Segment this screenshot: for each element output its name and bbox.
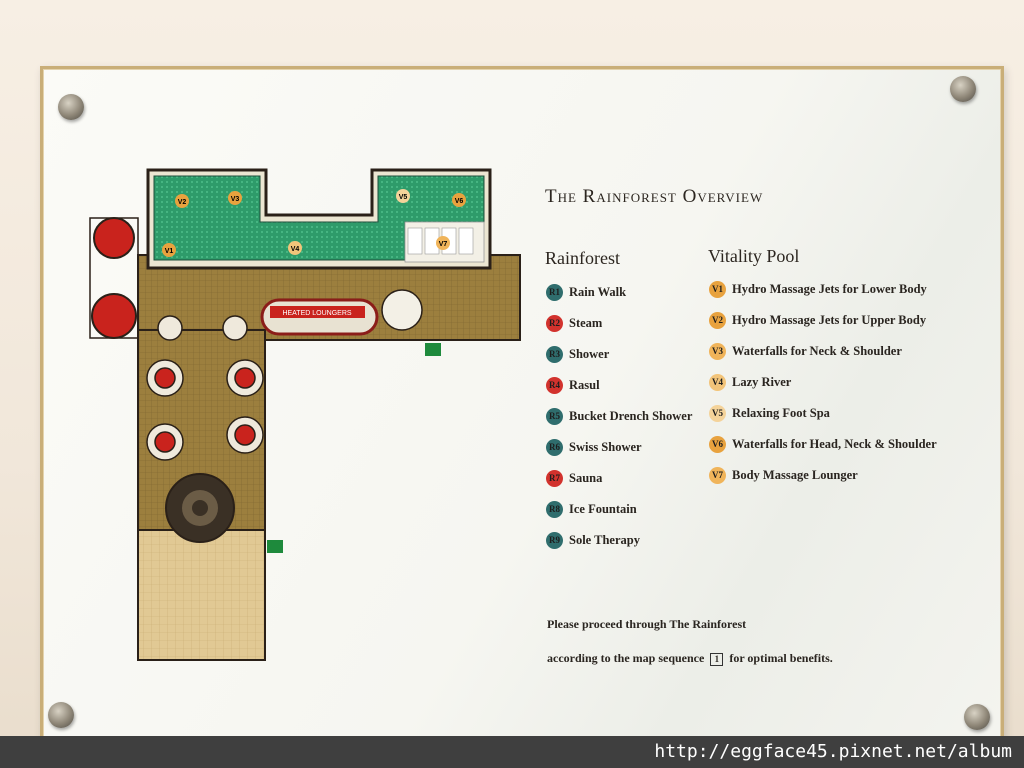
vitality-item-v1: V1 Hydro Massage Jets for Lower Body	[709, 279, 927, 299]
vitality-label: Relaxing Foot Spa	[732, 405, 830, 420]
rainforest-item-r4: R4 Rasul	[546, 375, 600, 395]
rainforest-label: Ice Fountain	[569, 501, 637, 516]
vitality-badge: V5	[709, 404, 726, 422]
vitality-badge: V4	[709, 373, 726, 391]
svg-text:V6: V6	[455, 198, 464, 205]
rainforest-badge: R2	[546, 314, 563, 332]
rainforest-item-r7: R7 Sauna	[546, 468, 602, 488]
vitality-badge: V1	[709, 280, 726, 298]
changing-rooms	[137, 529, 266, 661]
rainforest-label: Sauna	[569, 470, 603, 485]
rainforest-badge: R5	[546, 407, 563, 425]
rainforest-badge: R3	[546, 345, 563, 363]
svg-text:V3: V3	[231, 196, 240, 203]
instruction-text-end: for optimal benefits.	[729, 651, 833, 665]
rainforest-label: Rain Walk	[569, 284, 627, 299]
rainforest-label: Rasul	[569, 377, 600, 392]
svg-text:V2: V2	[178, 199, 187, 206]
rainforest-label: Sole Therapy	[569, 532, 640, 547]
mounting-screw-bottom-left	[48, 702, 74, 728]
svg-text:V5: V5	[399, 194, 408, 201]
rainforest-label: Swiss Shower	[569, 439, 642, 454]
rainforest-item-r3: R3 Shower	[546, 344, 609, 364]
vitality-badge: V3	[709, 342, 726, 360]
vitality-item-v6: V6 Waterfalls for Head, Neck & Shoulder	[709, 434, 937, 454]
watermark-url: http://eggface45.pixnet.net/album	[654, 741, 1012, 762]
vitality-item-v4: V4 Lazy River	[709, 372, 791, 392]
svg-text:V1: V1	[165, 248, 174, 255]
mounting-screw-bottom-right	[964, 704, 990, 730]
instruction-text: according to the map sequence	[547, 651, 705, 665]
sign-title: The Rainforest Overview	[545, 186, 764, 207]
rainforest-item-r8: R8 Ice Fountain	[546, 499, 637, 519]
vitality-item-v3: V3 Waterfalls for Neck & Shoulder	[709, 341, 902, 361]
vitality-item-v2: V2 Hydro Massage Jets for Upper Body	[709, 310, 926, 330]
vitality-label: Body Massage Lounger	[732, 467, 858, 482]
mounting-screw-top-left	[58, 94, 84, 120]
vitality-item-v5: V5 Relaxing Foot Spa	[709, 403, 830, 423]
svg-text:V4: V4	[291, 246, 300, 253]
rainforest-label: Bucket Drench Shower	[569, 408, 693, 423]
vitality-label: Waterfalls for Head, Neck & Shoulder	[732, 436, 937, 451]
rainforest-badge: R8	[546, 500, 563, 518]
rainforest-badge: R9	[546, 531, 563, 549]
mounting-screw-top-right	[950, 76, 976, 102]
rainforest-badge: R6	[546, 438, 563, 456]
rainforest-item-r9: R9 Sole Therapy	[546, 530, 640, 550]
vitality-badge: V7	[709, 466, 726, 484]
rainforest-item-r5: R5 Bucket Drench Shower	[546, 406, 692, 426]
instruction-line-1: Please proceed through The Rainforest	[547, 617, 747, 631]
rainforest-badge: R7	[546, 469, 563, 487]
instruction-line-2: according to the map sequence 1 for optima…	[547, 651, 833, 666]
vitality-label: Hydro Massage Jets for Upper Body	[732, 312, 927, 327]
vitality-badge: V2	[709, 311, 726, 329]
vitality-label: Waterfalls for Neck & Shoulder	[732, 343, 902, 358]
heated-loungers-label: HEATED LOUNGERS	[282, 310, 351, 317]
rainforest-heading: Rainforest	[545, 248, 620, 268]
rainforest-badge: R4	[546, 376, 563, 394]
svg-text:V7: V7	[439, 241, 448, 248]
vitality-item-v7: V7 Body Massage Lounger	[709, 465, 858, 485]
vitality-label: Lazy River	[732, 374, 792, 389]
vitality-badge: V6	[709, 435, 726, 453]
rainforest-label: Shower	[569, 346, 610, 361]
rainforest-item-r2: R2 Steam	[546, 313, 602, 333]
floor-plan-map: HEATED LOUNGERS V2 V3 V5 V6 V1 V4 V7	[89, 168, 521, 661]
rainforest-item-r6: R6 Swiss Shower	[546, 437, 642, 457]
vitality-pool-heading: Vitality Pool	[708, 246, 800, 266]
rainforest-badge: R1	[546, 283, 563, 301]
watermark-bar	[0, 736, 1024, 768]
sequence-number-box: 1	[710, 652, 724, 666]
vitality-label: Hydro Massage Jets for Lower Body	[732, 281, 927, 296]
rainforest-item-r1: R1 Rain Walk	[546, 282, 626, 302]
rainforest-label: Steam	[569, 315, 603, 330]
